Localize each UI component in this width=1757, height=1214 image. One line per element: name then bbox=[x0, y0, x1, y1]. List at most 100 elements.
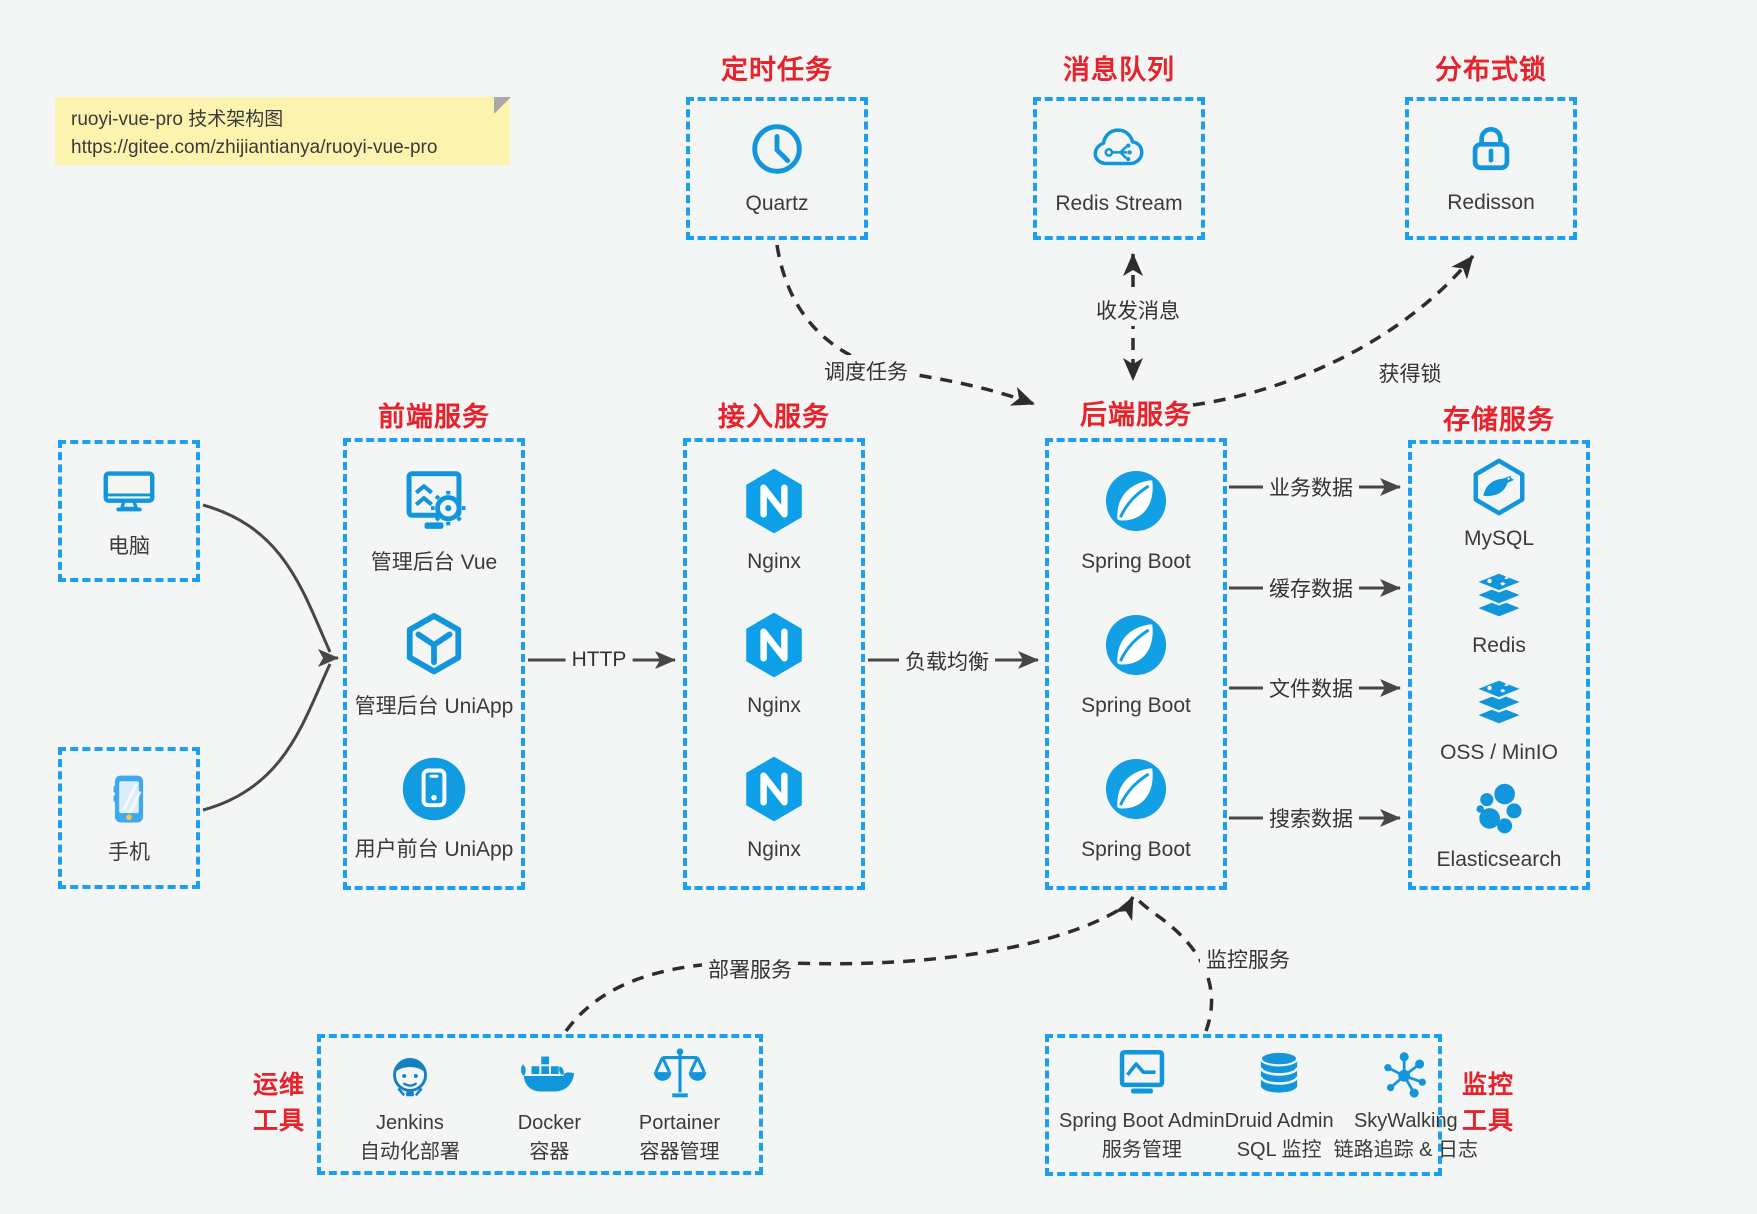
nginx-item: Nginx bbox=[737, 464, 811, 576]
user-uniapp-item: 用户前台 UniApp bbox=[354, 752, 514, 864]
nginx-item: Nginx bbox=[737, 752, 811, 864]
jenkins-label: Jenkins 自动化部署 bbox=[359, 1111, 460, 1163]
redisson-box: Redisson bbox=[1405, 97, 1577, 240]
mysql-item: MySQL bbox=[1464, 456, 1534, 553]
backend-box: Spring Boot Spring Boot Spring Boot bbox=[1045, 438, 1227, 890]
column-title-frontend: 前端服务 bbox=[378, 402, 490, 432]
spring-boot-item: Spring Boot bbox=[1081, 464, 1191, 576]
redis-stream-item: Redis Stream bbox=[1055, 118, 1183, 218]
user-app-icon bbox=[397, 752, 471, 826]
admin-uniapp-item: 管理后台 UniApp bbox=[354, 609, 514, 721]
spring-boot-label: Spring Boot bbox=[1081, 837, 1191, 861]
arrow-acquire-lock bbox=[1192, 254, 1475, 407]
nginx-label: Nginx bbox=[747, 837, 801, 861]
redis-stream-box: Redis Stream bbox=[1033, 97, 1205, 240]
edge-label-file-data: 文件数据 bbox=[1263, 672, 1359, 704]
arrow-deploy-service bbox=[564, 896, 1135, 1033]
admin-uniapp-label: 管理后台 UniApp bbox=[354, 694, 514, 718]
monitoring-tools-box: Spring Boot Admin 服务管理 Druid Admin SQL 监… bbox=[1045, 1034, 1478, 1176]
springboot-admin-label: Spring Boot Admin 服务管理 bbox=[1059, 1110, 1225, 1161]
edge-label-cache-data: 缓存数据 bbox=[1263, 572, 1359, 604]
lock-icon bbox=[1461, 119, 1521, 179]
group-title-scheduled-tasks: 定时任务 bbox=[721, 55, 833, 85]
nginx-label: Nginx bbox=[747, 549, 801, 573]
arrow-computer-to-frontend bbox=[202, 503, 332, 653]
edge-label-schedule-task: 调度任务 bbox=[818, 355, 914, 387]
redisson-label: Redisson bbox=[1447, 191, 1535, 215]
edge-label-acquire-lock: 获得锁 bbox=[1372, 357, 1448, 389]
monitoring-tools-title: 监控 工具 bbox=[1461, 1071, 1514, 1136]
edge-label-deploy-service: 部署服务 bbox=[702, 953, 798, 985]
redis-item: Redis bbox=[1469, 565, 1529, 660]
column-title-backend: 后端服务 bbox=[1080, 400, 1192, 430]
user-uniapp-label: 用户前台 UniApp bbox=[354, 838, 514, 862]
nginx-icon bbox=[737, 608, 811, 682]
redis-label: Redis bbox=[1472, 633, 1526, 657]
quartz-item: Quartz bbox=[745, 118, 809, 218]
computer-box: 电脑 bbox=[58, 440, 200, 582]
portainer-icon bbox=[649, 1043, 711, 1105]
jenkins-item: Jenkins 自动化部署 bbox=[360, 1043, 460, 1167]
access-box: Nginx Nginx Nginx bbox=[683, 438, 865, 890]
elasticsearch-label: Elasticsearch bbox=[1436, 847, 1562, 871]
portainer-item: Portainer 容器管理 bbox=[639, 1043, 720, 1167]
group-title-distributed-lock: 分布式锁 bbox=[1435, 55, 1547, 85]
group-title-message-queue: 消息队列 bbox=[1063, 55, 1175, 85]
redis-stack-icon bbox=[1469, 672, 1529, 732]
docker-item: Docker 容器 bbox=[518, 1043, 581, 1167]
docker-icon bbox=[518, 1043, 580, 1105]
spring-boot-label: Spring Boot bbox=[1081, 693, 1191, 717]
arrow-monitor-service bbox=[1135, 897, 1214, 1032]
storage-box: MySQL Redis OSS / MinIO Elasticsearch bbox=[1408, 440, 1590, 890]
portainer-label: Portainer 容器管理 bbox=[638, 1111, 721, 1163]
skywalking-icon bbox=[1377, 1045, 1435, 1103]
computer-item: 电脑 bbox=[98, 461, 160, 561]
spring-icon bbox=[1099, 608, 1173, 682]
phone-label: 手机 bbox=[108, 840, 150, 864]
edge-label-monitor-service: 监控服务 bbox=[1200, 943, 1296, 975]
admin-vue-item: 管理后台 Vue bbox=[371, 463, 497, 577]
mysql-label: MySQL bbox=[1463, 526, 1534, 550]
skywalking-label: SkyWalking 链路追踪 & 日志 bbox=[1333, 1110, 1479, 1161]
column-title-access: 接入服务 bbox=[718, 402, 830, 432]
jenkins-icon bbox=[379, 1043, 441, 1105]
springboot-admin-icon bbox=[1113, 1045, 1171, 1103]
spring-boot-item: Spring Boot bbox=[1081, 608, 1191, 720]
edge-label-load-balance: 负载均衡 bbox=[899, 645, 995, 677]
column-title-storage: 存储服务 bbox=[1443, 405, 1555, 435]
phone-icon bbox=[99, 769, 159, 829]
note-title: ruoyi-vue-pro 技术架构图 bbox=[71, 109, 284, 130]
spring-icon bbox=[1099, 464, 1173, 538]
druid-item: Druid Admin SQL 监控 bbox=[1225, 1045, 1334, 1165]
phone-box: 手机 bbox=[58, 747, 200, 889]
edge-label-send-receive-message: 收发消息 bbox=[1090, 294, 1186, 326]
docker-label: Docker 容器 bbox=[517, 1111, 582, 1163]
oss-minio-item: OSS / MinIO bbox=[1440, 672, 1558, 767]
spring-boot-label: Spring Boot bbox=[1081, 549, 1191, 573]
mysql-icon bbox=[1468, 456, 1530, 518]
skywalking-item: SkyWalking 链路追踪 & 日志 bbox=[1334, 1045, 1478, 1165]
ops-tools-box: Jenkins 自动化部署 Docker 容器 Portainer 容器管理 bbox=[317, 1034, 763, 1175]
edge-label-http: HTTP bbox=[565, 647, 633, 673]
quartz-label: Quartz bbox=[745, 192, 809, 216]
note-url: https://gitee.com/zhijiantianya/ruoyi-vu… bbox=[71, 136, 438, 158]
redis-stack-icon bbox=[1469, 565, 1529, 625]
phone-item: 手机 bbox=[99, 769, 159, 867]
druid-label: Druid Admin SQL 监控 bbox=[1224, 1110, 1334, 1161]
oss-minio-label: OSS / MinIO bbox=[1440, 740, 1558, 764]
spring-icon bbox=[1099, 752, 1173, 826]
clock-icon bbox=[746, 118, 808, 180]
uniapp-cube-icon bbox=[397, 609, 471, 683]
nginx-item: Nginx bbox=[737, 608, 811, 720]
frontend-box: 管理后台 Vue 管理后台 UniApp 用户前台 UniApp bbox=[343, 438, 525, 890]
nginx-icon bbox=[737, 752, 811, 826]
admin-vue-label: 管理后台 Vue bbox=[370, 551, 498, 575]
edge-label-search-data: 搜索数据 bbox=[1263, 802, 1359, 834]
nginx-label: Nginx bbox=[747, 693, 801, 717]
cloud-stream-icon bbox=[1088, 118, 1150, 180]
spring-boot-item: Spring Boot bbox=[1081, 752, 1191, 864]
druid-icon bbox=[1250, 1045, 1308, 1103]
desktop-icon bbox=[98, 461, 160, 523]
arrow-phone-to-frontend bbox=[202, 663, 332, 812]
